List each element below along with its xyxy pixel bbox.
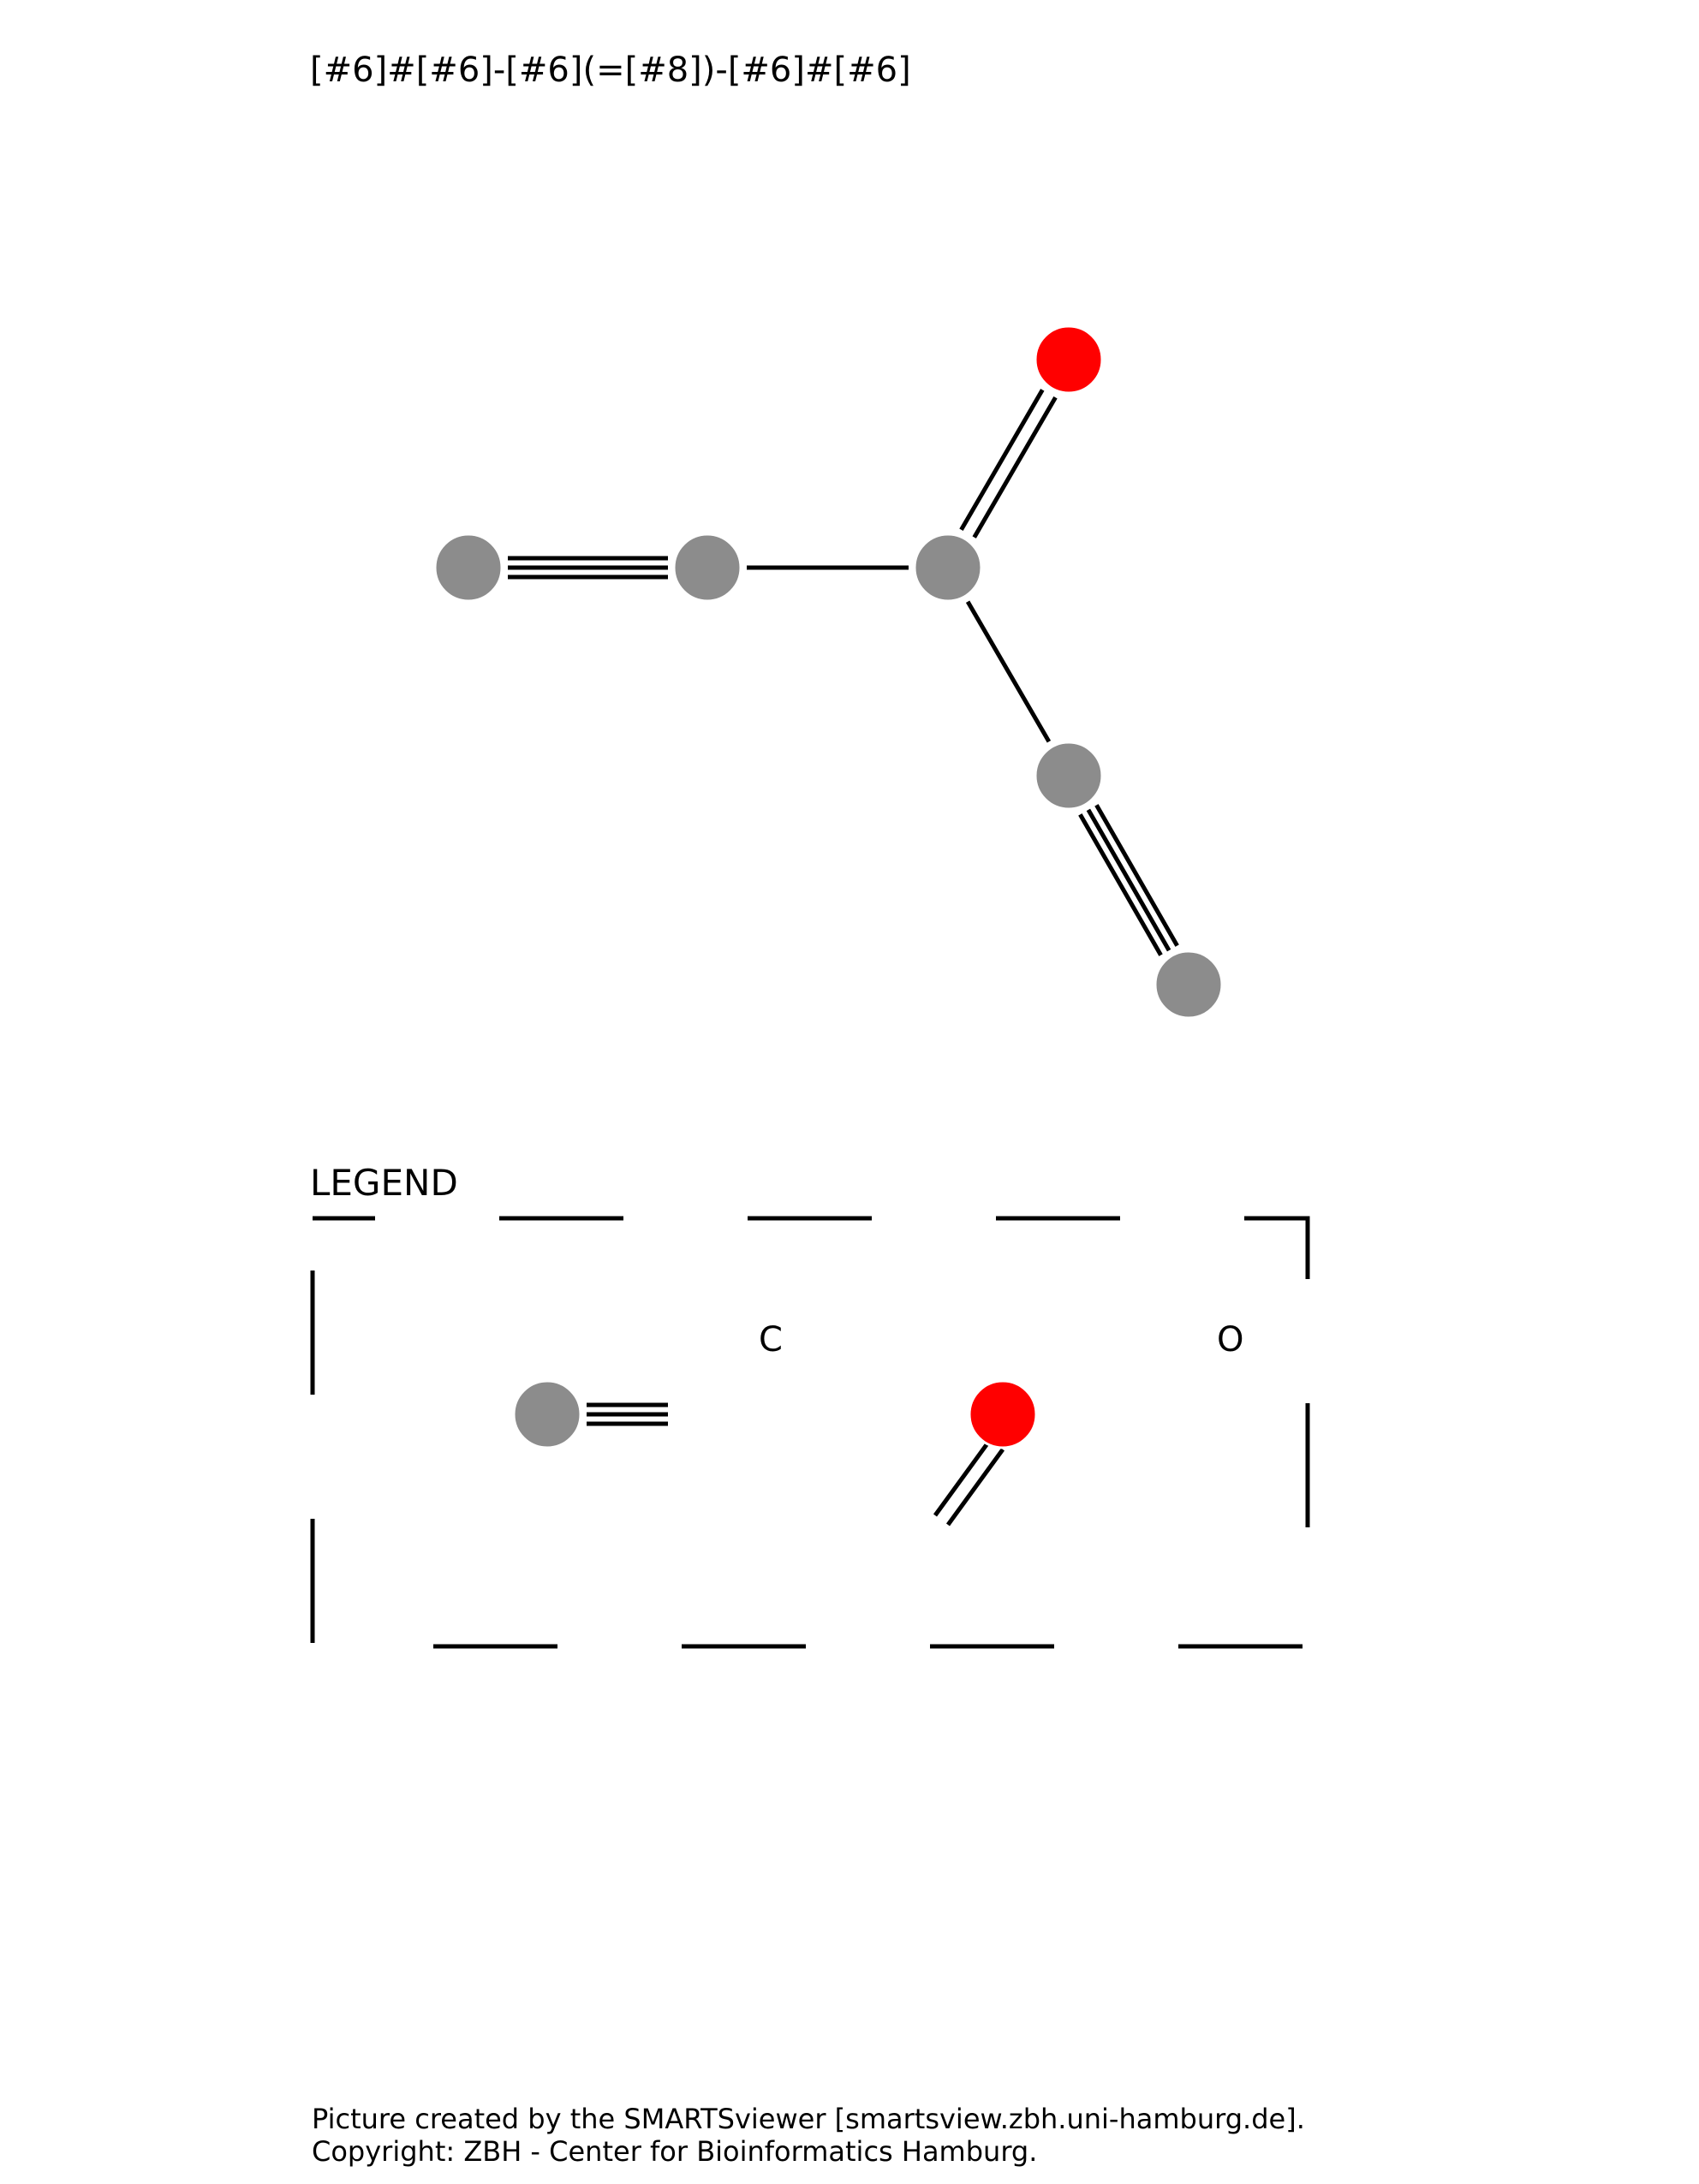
- bond-line: [1086, 808, 1171, 952]
- bond-a3-a5: [965, 600, 1052, 743]
- carbon-atom-a5: [1034, 741, 1104, 811]
- legend-label-carbon: C: [759, 1320, 783, 1360]
- bond-line: [959, 389, 1045, 532]
- bond-a3-a4: [959, 389, 1058, 539]
- bond-line: [972, 396, 1058, 539]
- footer-credit-line: Picture created by the SMARTSviewer [sma…: [312, 2103, 1305, 2135]
- legend-title: LEGEND: [310, 1162, 458, 1204]
- bond-line: [965, 600, 1052, 743]
- bonds-layer: [508, 389, 1179, 956]
- bond-line: [1094, 804, 1179, 947]
- legend-label-oxygen: O: [1217, 1320, 1244, 1360]
- legend-oxygen-sample: [933, 1379, 1038, 1526]
- legend-carbon-atom: [512, 1379, 582, 1449]
- smarts-pattern-title: [#6]#[#6]-[#6](=[#8])-[#6]#[#6]: [310, 51, 911, 90]
- atoms-layer: [433, 324, 1224, 1020]
- carbon-atom-a2: [672, 533, 742, 603]
- bond-a5-a6: [1078, 804, 1179, 956]
- carbon-atom-a1: [433, 533, 504, 603]
- footer-copyright-line: Copyright: ZBH - Center for Bioinformati…: [312, 2135, 1038, 2168]
- legend-box: [310, 1216, 1310, 1649]
- legend-carbon-sample: [512, 1379, 668, 1449]
- carbon-atom-a3: [913, 533, 983, 603]
- carbon-atom-a6: [1154, 949, 1224, 1020]
- bond-line: [1078, 813, 1163, 956]
- legend-oxygen-atom: [968, 1379, 1038, 1449]
- bond-a1-a2: [508, 556, 668, 580]
- oxygen-atom-a4: [1034, 324, 1104, 395]
